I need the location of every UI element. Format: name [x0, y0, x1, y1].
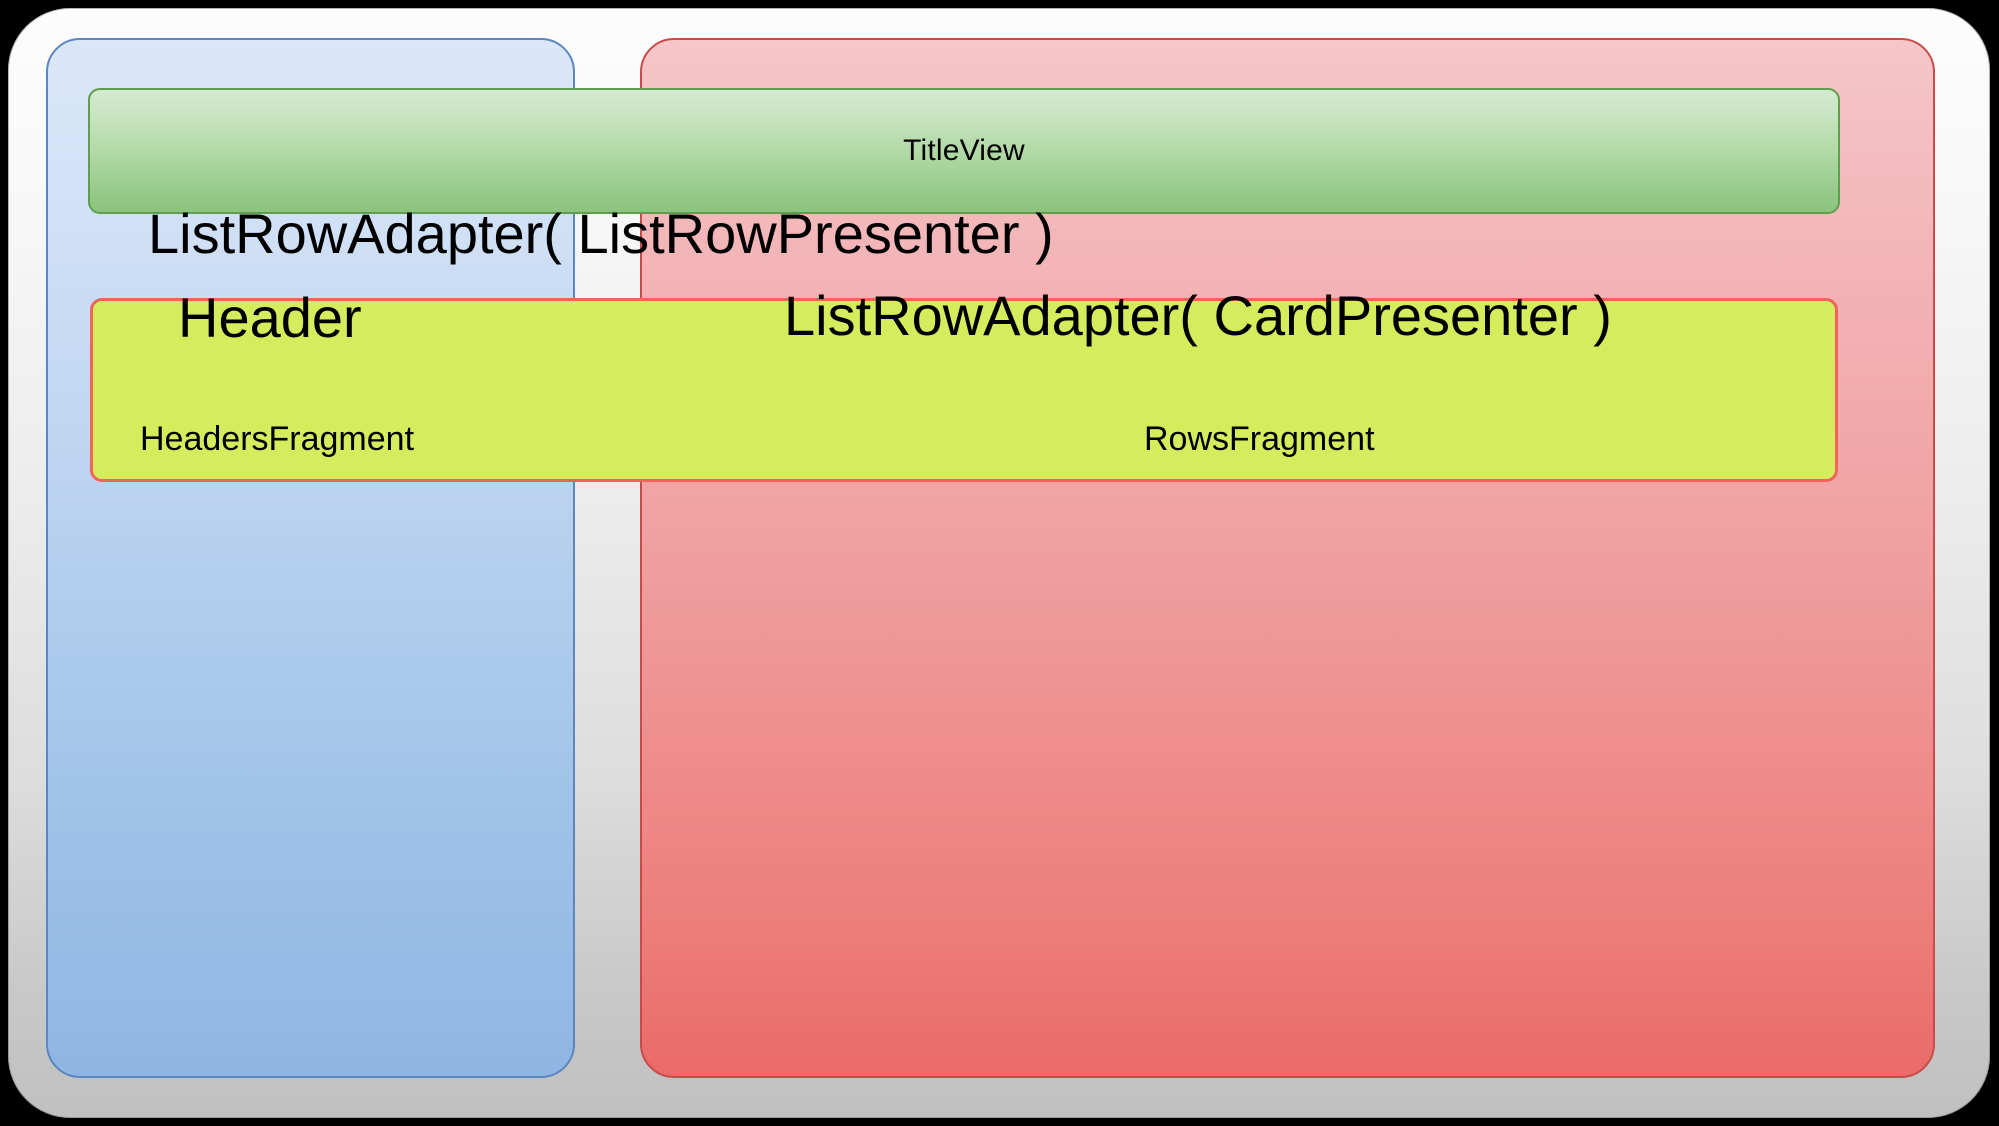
list-row-adapter-list-row-presenter-label: ListRowAdapter( ListRowPresenter ): [148, 202, 1054, 265]
title-view-label: TitleView: [903, 134, 1025, 167]
title-view-bar: TitleView: [88, 88, 1840, 214]
adapter-band-box: [90, 298, 1838, 482]
list-row-adapter-card-presenter-label: ListRowAdapter( CardPresenter ): [784, 284, 1612, 347]
rows-fragment-label: RowsFragment: [1144, 420, 1375, 458]
header-label: Header: [178, 286, 362, 349]
headers-fragment-label: HeadersFragment: [140, 420, 415, 458]
